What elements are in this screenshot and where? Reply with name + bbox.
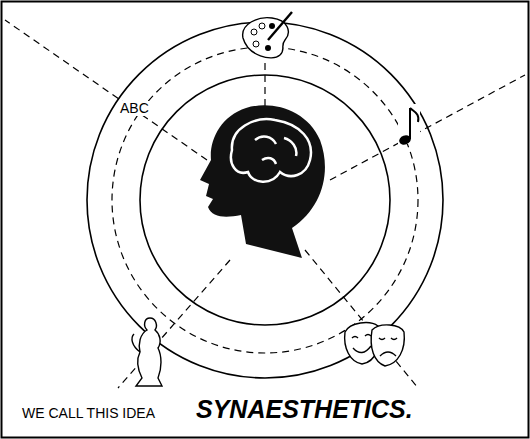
outer-circle bbox=[87, 22, 443, 378]
icon-label: ABC bbox=[120, 101, 149, 116]
head-silhouette bbox=[200, 105, 325, 258]
dashed-circle bbox=[112, 47, 418, 353]
palette-icon bbox=[243, 12, 292, 58]
inner-circle bbox=[140, 75, 390, 325]
radial-lines bbox=[5, 20, 525, 388]
theatre-masks-icon bbox=[345, 323, 405, 366]
caption-emphasis: SYNAESTHETICS. bbox=[196, 396, 413, 424]
music-note-icon bbox=[398, 104, 420, 146]
caption-text: WE CALL THIS IDEA bbox=[22, 406, 155, 421]
statue-bust-icon bbox=[132, 318, 162, 386]
